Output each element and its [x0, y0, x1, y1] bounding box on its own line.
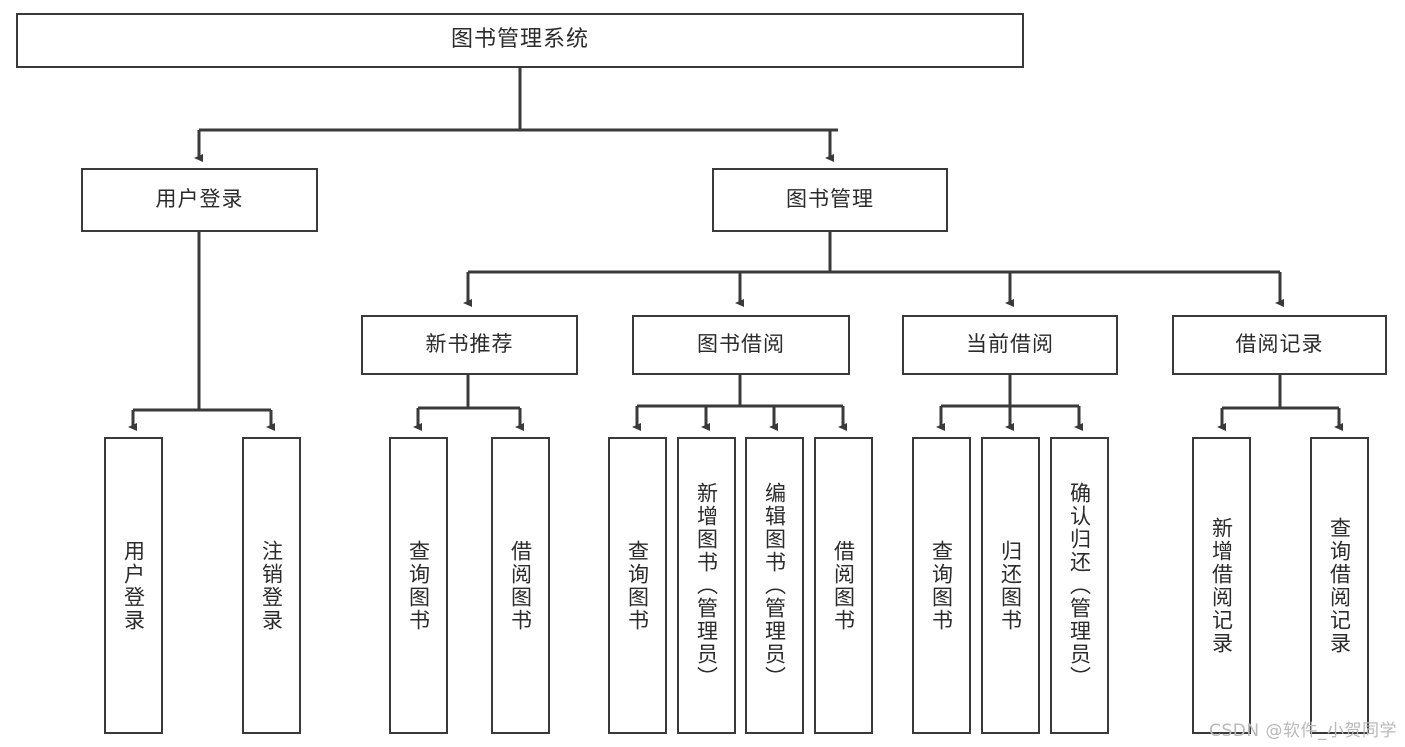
node-leaf-add-book[interactable]: 新增图书（管理员）	[677, 437, 736, 734]
node-current-borrow[interactable]: 当前借阅	[902, 315, 1118, 375]
node-book-borrow-label: 图书借阅	[697, 332, 785, 357]
node-leaf-query-book-3-label: 查询图书	[929, 539, 954, 632]
node-borrow-record[interactable]: 借阅记录	[1172, 315, 1387, 375]
node-current-borrow-label: 当前借阅	[966, 332, 1054, 357]
node-leaf-logout-label: 注销登录	[259, 539, 284, 632]
node-leaf-borrow-book-1[interactable]: 借阅图书	[491, 437, 550, 734]
node-leaf-add-record[interactable]: 新增借阅记录	[1192, 437, 1251, 734]
node-leaf-query-book-1-label: 查询图书	[406, 539, 431, 632]
node-book-manage-label: 图书管理	[786, 187, 874, 212]
node-user-login[interactable]: 用户登录	[81, 168, 318, 232]
node-leaf-return-book-label: 归还图书	[998, 539, 1023, 632]
node-root-label: 图书管理系统	[450, 27, 589, 53]
node-leaf-user-login[interactable]: 用户登录	[104, 437, 163, 734]
node-root[interactable]: 图书管理系统	[16, 13, 1024, 68]
node-book-borrow[interactable]: 图书借阅	[632, 315, 850, 375]
node-leaf-borrow-book-2-label: 借阅图书	[831, 539, 856, 632]
node-leaf-user-login-label: 用户登录	[121, 539, 146, 632]
node-leaf-add-record-label: 新增借阅记录	[1209, 516, 1234, 655]
node-new-book-recommend[interactable]: 新书推荐	[361, 315, 578, 375]
node-leaf-return-book[interactable]: 归还图书	[981, 437, 1040, 734]
node-borrow-record-label: 借阅记录	[1235, 332, 1324, 357]
node-leaf-query-book-2[interactable]: 查询图书	[608, 437, 667, 734]
node-book-manage[interactable]: 图书管理	[712, 168, 948, 232]
node-leaf-logout[interactable]: 注销登录	[242, 437, 301, 734]
node-leaf-query-book-3[interactable]: 查询图书	[912, 437, 971, 734]
node-leaf-query-record-label: 查询借阅记录	[1327, 516, 1352, 655]
node-leaf-query-record[interactable]: 查询借阅记录	[1310, 437, 1369, 734]
node-leaf-confirm-return-label: 确认归还（管理员）	[1067, 482, 1092, 689]
node-new-book-recommend-label: 新书推荐	[425, 332, 514, 357]
node-leaf-query-book-1[interactable]: 查询图书	[389, 437, 448, 734]
node-leaf-query-book-2-label: 查询图书	[625, 539, 650, 632]
node-leaf-borrow-book-1-label: 借阅图书	[508, 539, 533, 632]
node-leaf-edit-book[interactable]: 编辑图书（管理员）	[745, 437, 804, 734]
node-leaf-confirm-return[interactable]: 确认归还（管理员）	[1050, 437, 1109, 734]
node-user-login-label: 用户登录	[155, 187, 244, 212]
node-leaf-edit-book-label: 编辑图书（管理员）	[762, 482, 787, 689]
node-leaf-add-book-label: 新增图书（管理员）	[694, 482, 719, 689]
node-leaf-borrow-book-2[interactable]: 借阅图书	[814, 437, 873, 734]
